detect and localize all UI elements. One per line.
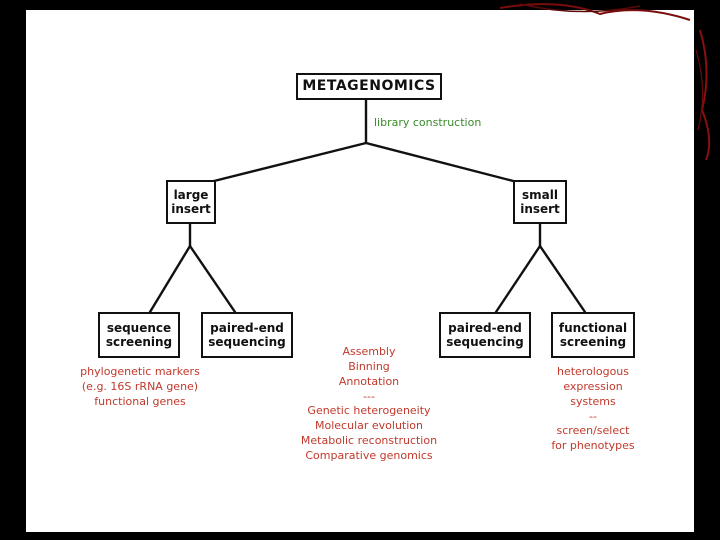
node-sequence-screening-line2: screening [106, 335, 172, 349]
node-large-insert-line2: insert [171, 202, 211, 216]
note-line: Assembly [296, 345, 442, 360]
node-small-insert: small insert [513, 180, 567, 224]
note-line: systems [545, 395, 641, 410]
connector-to-sequence-screening [150, 246, 190, 312]
note-line: expression [545, 380, 641, 395]
note-line: Comparative genomics [296, 449, 442, 464]
node-functional-screening-line2: screening [559, 335, 627, 349]
note-line: --- [296, 390, 442, 405]
note-line: functional genes [76, 395, 204, 410]
node-large-insert-line1: large [171, 188, 211, 202]
connector-to-paired-end-right [496, 246, 540, 312]
note-line: for phenotypes [545, 439, 641, 454]
node-small-insert-line2: insert [520, 202, 560, 216]
note-line: Binning [296, 360, 442, 375]
connector-to-small-insert [366, 143, 517, 182]
note-line: (e.g. 16S rRNA gene) [76, 380, 204, 395]
note-line: screen/select [545, 424, 641, 439]
node-paired-end-left-line1: paired-end [208, 321, 285, 335]
root-node-metagenomics: METAGENOMICS [296, 73, 442, 100]
node-paired-end-left-line2: sequencing [208, 335, 285, 349]
note-line: Molecular evolution [296, 419, 442, 434]
notes-functional-screening: heterologous expression systems -- scree… [545, 365, 641, 454]
node-sequence-screening-line1: sequence [106, 321, 172, 335]
note-line: Metabolic reconstruction [296, 434, 442, 449]
node-paired-end-sequencing-right: paired-end sequencing [439, 312, 531, 358]
edge-label-library-construction: library construction [374, 116, 481, 129]
node-large-insert: large insert [166, 180, 216, 224]
node-functional-screening-line1: functional [559, 321, 627, 335]
node-sequence-screening: sequence screening [98, 312, 180, 358]
node-paired-end-right-line1: paired-end [446, 321, 523, 335]
node-paired-end-sequencing-left: paired-end sequencing [201, 312, 293, 358]
connector-to-paired-end-left [190, 246, 235, 312]
root-node-label: METAGENOMICS [302, 78, 435, 95]
node-paired-end-right-line2: sequencing [446, 335, 523, 349]
note-line: phylogenetic markers [76, 365, 204, 380]
note-line: heterologous [545, 365, 641, 380]
notes-sequencing-analysis: Assembly Binning Annotation --- Genetic … [296, 345, 442, 464]
note-line: Genetic heterogeneity [296, 404, 442, 419]
note-line: Annotation [296, 375, 442, 390]
connector-to-functional-screening [540, 246, 585, 312]
node-functional-screening: functional screening [551, 312, 635, 358]
notes-sequence-screening: phylogenetic markers (e.g. 16S rRNA gene… [76, 365, 204, 410]
note-line: -- [545, 410, 641, 425]
node-small-insert-line1: small [520, 188, 560, 202]
connector-to-large-insert [210, 143, 366, 182]
